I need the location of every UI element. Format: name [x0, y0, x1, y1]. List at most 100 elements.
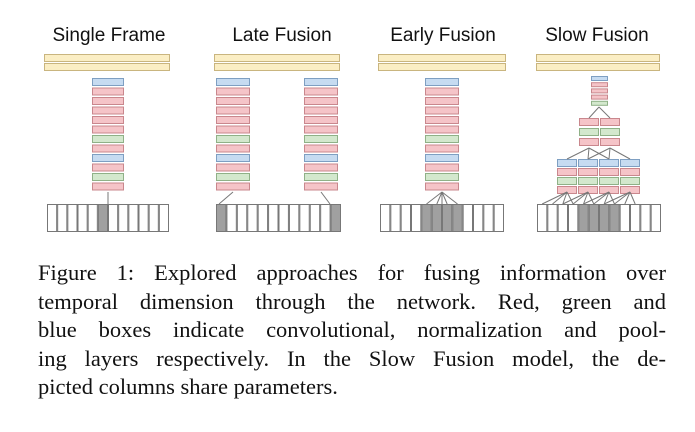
conv-layer-box	[92, 182, 124, 191]
norm-layer-box	[600, 128, 620, 136]
video-frame	[118, 204, 129, 232]
video-frame	[236, 204, 248, 232]
output-layer-box	[214, 54, 340, 62]
video-frame	[547, 204, 558, 232]
conv-layer-box	[591, 94, 608, 100]
output-layer-box	[44, 54, 170, 62]
video-frame-active	[609, 204, 620, 232]
conv-layer-box	[216, 144, 250, 153]
video-frame-active	[330, 204, 342, 232]
norm-layer-box	[304, 173, 338, 181]
conv-layer-box	[425, 163, 459, 172]
conv-layer-box	[216, 125, 250, 134]
pool-layer-box	[304, 78, 338, 86]
conv-layer-box	[92, 163, 124, 172]
title-late-fusion: Late Fusion	[232, 25, 331, 46]
video-frame-active	[452, 204, 463, 232]
norm-layer-box	[578, 177, 598, 185]
connection-line	[441, 191, 448, 205]
conv-layer-box	[579, 138, 599, 146]
video-frame-active	[588, 204, 600, 232]
conv-layer-box	[425, 97, 459, 105]
video-frame	[557, 204, 569, 232]
video-frame	[299, 204, 310, 232]
pool-layer-box	[92, 78, 124, 86]
connection-line	[436, 191, 443, 205]
connection-line	[593, 191, 610, 205]
connection-line	[598, 106, 611, 119]
norm-layer-box	[92, 135, 124, 143]
norm-layer-box	[304, 135, 338, 143]
video-frame-active	[97, 204, 109, 232]
video-frame	[640, 204, 651, 232]
video-frame	[158, 204, 169, 232]
pool-layer-box	[599, 159, 619, 167]
pool-layer-box	[216, 78, 250, 86]
output-layer-box	[536, 54, 660, 62]
video-frame	[411, 204, 422, 232]
conv-layer-box	[304, 97, 338, 105]
conv-layer-box	[92, 106, 124, 115]
output-layer-box	[44, 63, 170, 71]
conv-layer-box	[600, 118, 620, 126]
caption-line: Figure 1: Explored approaches for fusing…	[38, 260, 666, 285]
conv-layer-box	[557, 168, 577, 176]
pool-layer-box	[591, 76, 608, 81]
connection-line	[552, 191, 568, 205]
connection-line	[587, 191, 595, 205]
connection-line	[572, 191, 589, 205]
conv-layer-box	[216, 163, 250, 172]
video-frame	[138, 204, 149, 232]
conv-layer-box	[599, 186, 619, 194]
video-frame	[148, 204, 159, 232]
connection-line	[614, 191, 631, 205]
conv-layer-box	[425, 106, 459, 115]
video-frame	[650, 204, 662, 232]
pool-layer-box	[92, 154, 124, 162]
output-layer-box	[378, 54, 506, 62]
conv-layer-box	[304, 125, 338, 134]
video-frame	[568, 204, 579, 232]
video-frame	[390, 204, 401, 232]
connection-line	[441, 191, 458, 205]
video-frame	[257, 204, 269, 232]
video-frame	[128, 204, 139, 232]
norm-layer-box	[557, 177, 577, 185]
norm-layer-box	[425, 135, 459, 143]
video-frame-active	[599, 204, 610, 232]
video-frame	[462, 204, 473, 232]
connection-line	[588, 106, 600, 119]
output-layer-box	[378, 63, 506, 71]
conv-layer-box	[304, 163, 338, 172]
conv-layer-box	[92, 87, 124, 96]
connection-line	[566, 147, 590, 160]
connection-line	[583, 191, 589, 205]
pool-layer-box	[578, 159, 598, 167]
pool-layer-box	[620, 159, 640, 167]
connection-line	[609, 147, 631, 160]
conv-layer-box	[600, 138, 620, 146]
conv-layer-box	[425, 87, 459, 96]
conv-layer-box	[216, 87, 250, 96]
norm-layer-box	[591, 100, 608, 106]
video-frame	[473, 204, 484, 232]
conv-layer-box	[620, 168, 640, 176]
video-frame	[87, 204, 98, 232]
connection-line	[562, 191, 589, 205]
title-single-frame: Single Frame	[53, 25, 166, 46]
caption-line: ing layers respectively. In the Slow Fus…	[38, 345, 666, 371]
conv-layer-box	[425, 116, 459, 124]
video-frame	[493, 204, 504, 232]
conv-layer-box	[578, 168, 598, 176]
connection-line	[583, 191, 610, 205]
conv-layer-box	[92, 125, 124, 134]
conv-layer-box	[92, 116, 124, 124]
conv-layer-box	[591, 88, 608, 94]
connection-line	[603, 191, 631, 205]
norm-layer-box	[599, 177, 619, 185]
video-frame-active	[421, 204, 432, 232]
video-frame	[619, 204, 631, 232]
connection-line	[426, 191, 443, 205]
connection-line	[629, 191, 636, 205]
video-frame	[288, 204, 300, 232]
